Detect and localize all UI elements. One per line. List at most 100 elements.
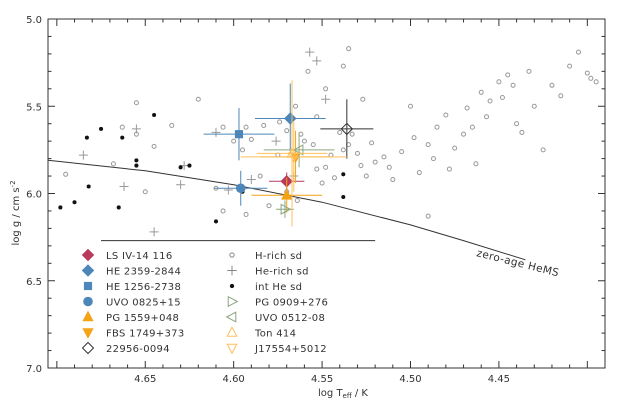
zero-age-hems-line (47, 159, 526, 261)
h-rich-sd-point (369, 140, 375, 146)
h-rich-sd-point (526, 68, 532, 74)
legend-marker-j17554-5012 (226, 343, 238, 355)
h-rich-sd-point (314, 166, 320, 172)
h-rich-sd-point (346, 46, 352, 52)
legend-label-uvo-0512-08: UVO 0512-08 (255, 313, 325, 324)
legend-label-ls-iv-14-116: LS IV-14 116 (106, 251, 173, 262)
y-axis-title-main: log g / cm s (11, 187, 22, 245)
int-he-sd-point (213, 219, 219, 224)
x-tick-label: 4.65 (134, 374, 156, 385)
legend-label-he-2359-2844: HE 2359-2844 (106, 267, 181, 278)
uvo-0512-08-marker (292, 144, 304, 156)
y-axis-title-exp: -2 (9, 180, 17, 187)
h-rich-sd-point (593, 79, 599, 85)
h-rich-sd-point (248, 136, 254, 142)
h-rich-sd-point (243, 124, 249, 130)
legend-marker-he-rich-sd (227, 265, 237, 276)
legend-marker-uvo-0825-15 (83, 296, 93, 307)
h-rich-sd-point (319, 180, 325, 186)
h-rich-sd-point (220, 124, 226, 130)
h-rich-sd-point (110, 161, 116, 167)
x-axis-title-main: log T (318, 388, 343, 399)
h-rich-sd-point (133, 100, 139, 106)
x-tick-label: 4.45 (488, 374, 510, 385)
h-rich-sd-point (340, 147, 346, 153)
legend-marker-he-1256-2738 (83, 281, 93, 291)
h-rich-sd-point (386, 164, 392, 170)
h-rich-sd-point (142, 189, 148, 195)
legend-marker-ls-iv-14-116 (81, 248, 95, 262)
h-rich-sd-point (519, 129, 525, 135)
h-rich-sd-point (284, 128, 290, 134)
h-rich-sd-point (337, 129, 343, 135)
int-he-sd-point (58, 205, 63, 210)
legend-label-j17554-5012: J17554+5012 (254, 344, 327, 355)
h-rich-sd-point (461, 131, 467, 137)
h-rich-sd-point (567, 63, 573, 69)
int-he-sd-point (341, 172, 346, 177)
h-rich-sd-point (220, 208, 226, 214)
h-rich-sd-point (63, 171, 69, 177)
h-rich-sd-point (294, 197, 300, 204)
h-rich-sd-point (349, 131, 355, 137)
h-rich-sd-point (323, 164, 329, 170)
h-rich-sd-point (446, 166, 452, 172)
h-rich-sd-point (151, 143, 157, 149)
x-tick-label: 4.50 (399, 374, 421, 385)
h-rich-sd-point (588, 75, 594, 81)
h-rich-sd-point (443, 112, 449, 118)
h-rich-sd-point (381, 154, 387, 160)
h-rich-sd-point (301, 138, 307, 144)
h-rich-sd-point (473, 161, 479, 167)
legend-marker-h-rich-sd (229, 252, 235, 258)
h-rich-sd-point (558, 93, 564, 99)
he-2359-2844-marker (283, 112, 297, 125)
h-rich-sd-point (360, 96, 366, 102)
h-rich-sd-point (310, 142, 316, 148)
legend-label-pg-1559-048: PG 1559+048 (106, 313, 179, 324)
legend-marker-22956-0094 (81, 341, 95, 355)
h-rich-sd-point (372, 159, 378, 165)
he-rich-sd-point (211, 127, 221, 137)
he-rich-sd-point (223, 185, 233, 195)
h-rich-sd-point (425, 213, 431, 219)
int-he-sd-point (178, 165, 183, 170)
y-tick-label: 6.0 (26, 190, 42, 201)
legend-label-fbs-1749-373: FBS 1749+373 (106, 329, 184, 340)
pg-1559-048-marker (281, 188, 293, 200)
h-rich-sd-point (416, 170, 422, 176)
y-tick-label: 7.0 (26, 364, 42, 375)
int-he-sd-point (72, 200, 77, 205)
h-rich-sd-point (243, 211, 249, 217)
x-tick-label: 4.60 (223, 374, 245, 385)
int-he-sd-point (86, 184, 91, 189)
y-tick-label: 5.5 (26, 102, 42, 113)
he-rich-sd-point (312, 56, 322, 66)
h-rich-sd-point (363, 173, 369, 179)
lines-layer (47, 159, 526, 261)
x-axis-title-sub: eff (343, 392, 352, 400)
h-rich-sd-point (169, 122, 175, 128)
h-rich-sd-point (549, 82, 555, 88)
h-rich-sd-point (514, 121, 520, 127)
h-rich-sd-point (452, 145, 458, 151)
h-rich-sd-point (505, 72, 511, 78)
legend-label-pg-0909-276: PG 0909+276 (255, 298, 328, 309)
y-tick-label: 6.5 (26, 277, 42, 288)
pg-0909-276-marker (280, 203, 292, 215)
h-rich-sd-point (340, 63, 346, 69)
j17554-5012-marker (288, 152, 300, 164)
h-rich-sd-point (277, 119, 283, 125)
h-rich-sd-point (510, 82, 516, 88)
h-rich-sd-point (305, 68, 311, 74)
h-rich-sd-point (484, 114, 490, 120)
h-rich-sd-point (399, 149, 405, 155)
int-he-sd-point (134, 163, 139, 168)
h-rich-sd-point (464, 105, 470, 111)
he-rich-sd-point (246, 175, 256, 185)
he-rich-sd-point (119, 182, 129, 192)
legend-marker-pg-0909-276 (227, 295, 239, 308)
h-rich-sd-point (425, 142, 431, 148)
h-rich-sd-point (575, 49, 582, 55)
